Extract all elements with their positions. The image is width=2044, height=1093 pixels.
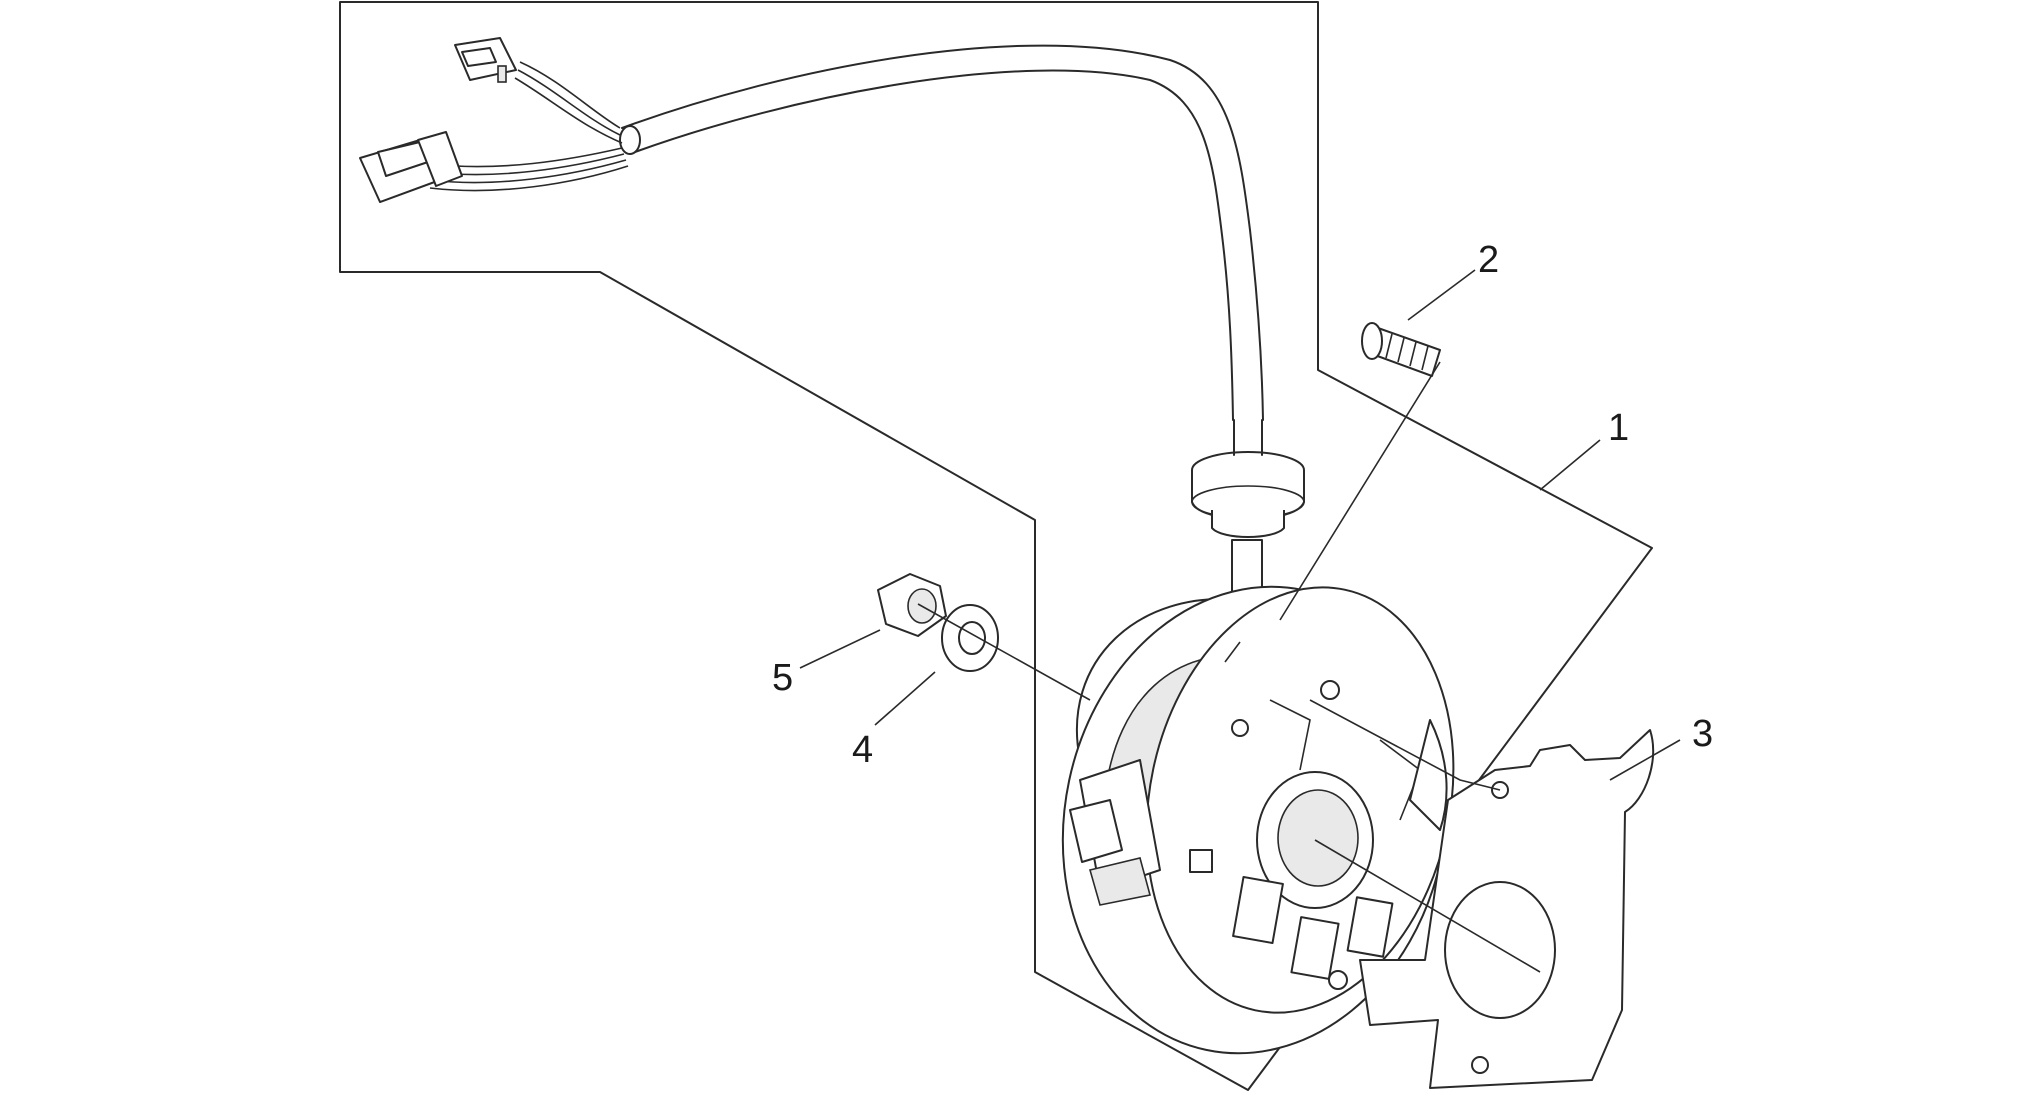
- cable-grommet: [1191, 419, 1305, 538]
- callout-label-3: 3: [1692, 713, 1713, 755]
- stator-plate: [1061, 585, 1455, 1055]
- wiring-harness: [359, 37, 1305, 661]
- screw: [1361, 322, 1441, 377]
- shield-plate: [1359, 729, 1655, 1089]
- callout-label-5: 5: [772, 657, 793, 699]
- assembly-center-lines: [917, 361, 1541, 973]
- stator-connector: [1069, 759, 1161, 906]
- harness-connector-upper: [454, 37, 517, 83]
- callout-leaders: [799, 269, 1681, 781]
- harness-connector-lower: [359, 131, 463, 203]
- hex-nut: [877, 573, 947, 637]
- callout-label-2: 2: [1478, 239, 1499, 281]
- washer: [941, 604, 999, 672]
- assembly-group-outline: [339, 1, 1653, 1091]
- callout-label-1: 1: [1608, 407, 1629, 449]
- callout-label-4: 4: [852, 729, 873, 771]
